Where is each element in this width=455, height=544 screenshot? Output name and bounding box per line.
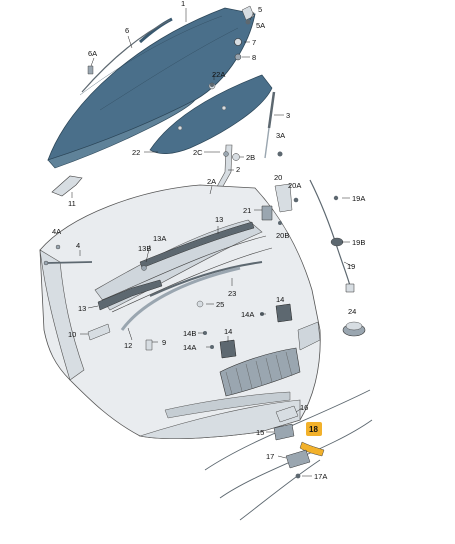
label-4a: 4A [52, 227, 61, 236]
hood-panel [47, 7, 256, 169]
seal-12 [120, 266, 241, 331]
label-19: 19 [347, 262, 355, 271]
label-5: 5 [258, 5, 262, 14]
label-13b: 13B [138, 244, 151, 253]
label-19a: 19A [352, 194, 365, 203]
label-22: 22 [132, 148, 140, 157]
label-2: 2 [236, 165, 240, 174]
lever-handle [342, 321, 366, 337]
cable-lower-c [239, 459, 321, 521]
hood-lock-mid [219, 339, 237, 359]
grommet [330, 237, 344, 247]
label-3a: 3A [276, 131, 285, 140]
clip [203, 331, 207, 335]
clip [210, 83, 214, 87]
label-12: 12 [124, 341, 132, 350]
label-15: 15 [256, 428, 264, 437]
label-4: 4 [76, 241, 80, 250]
cover-plate [275, 405, 299, 423]
label-13-left: 13 [78, 304, 86, 313]
label-13a: 13A [153, 234, 166, 243]
bracket-10 [87, 323, 111, 341]
label-23: 23 [228, 289, 236, 298]
washer [234, 38, 242, 46]
bolt [295, 473, 301, 479]
insulation-clip [221, 105, 227, 111]
clip [55, 244, 61, 250]
hood-insulation-mat [149, 74, 273, 154]
label-2c: 2C [193, 148, 203, 157]
label-18: 18 [309, 425, 318, 434]
seal-strip-long [81, 19, 171, 93]
label-14-mid: 14 [224, 327, 232, 336]
label-2b: 2B [246, 153, 255, 162]
support-rod [43, 260, 93, 266]
insulation-clip [177, 125, 183, 131]
label-14b: 14B [183, 329, 196, 338]
label-14-right: 14 [276, 295, 284, 304]
seal-23 [149, 261, 263, 297]
label-17a: 17A [314, 472, 327, 481]
label-11: 11 [68, 199, 76, 208]
bolt [223, 151, 229, 157]
bump-stop-9 [145, 339, 153, 351]
clip [333, 195, 339, 201]
label-1: 1 [181, 0, 185, 8]
label-6: 6 [125, 26, 129, 35]
clip [141, 265, 147, 271]
label-24: 24 [348, 307, 356, 316]
bolt [210, 345, 214, 349]
clip [278, 221, 282, 225]
water-deflector-seal [139, 221, 255, 269]
part-labels: 1 6 6A 5 5A 7 8 22A 3 3A 22 2C 2B 2 2A 1… [52, 0, 365, 481]
label-7: 7 [252, 38, 256, 47]
label-10: 10 [68, 330, 76, 339]
label-22a: 22A [212, 70, 225, 79]
bracket [51, 175, 83, 197]
clip [87, 65, 94, 75]
seal-left [97, 279, 163, 311]
coupling [273, 423, 295, 441]
cable-end [345, 283, 355, 293]
label-2a: 2A [207, 177, 216, 186]
bolt [277, 151, 283, 157]
label-3: 3 [286, 111, 290, 120]
label-18-box [306, 422, 322, 436]
gas-strut [264, 91, 276, 159]
label-14a-right: 14A [241, 310, 254, 319]
label-6a: 6A [88, 49, 97, 58]
label-20a: 20A [288, 181, 301, 190]
highlighted-part-18 [299, 441, 325, 457]
label-14a-mid: 14A [183, 343, 196, 352]
bolt [245, 19, 251, 25]
lever-21 [261, 205, 273, 221]
label-19b: 19B [352, 238, 365, 247]
label-20: 20 [274, 173, 282, 182]
label-17: 17 [266, 452, 274, 461]
label-9: 9 [162, 338, 166, 347]
clip [196, 300, 204, 308]
label-20b: 20B [276, 231, 289, 240]
label-25: 25 [216, 300, 224, 309]
label-21: 21 [243, 206, 251, 215]
bump-stop [241, 5, 255, 21]
label-13-top: 13 [215, 215, 223, 224]
label-16: 16 [300, 403, 308, 412]
bolt [234, 53, 242, 61]
leader-lines [71, 8, 353, 477]
label-8: 8 [252, 53, 256, 62]
hood-lock-right [275, 303, 293, 323]
washer [232, 153, 240, 161]
release-cable [309, 179, 351, 287]
release-lever-bracket [274, 183, 293, 213]
bolt [293, 197, 299, 203]
release-handle [285, 449, 311, 469]
label-5a: 5A [256, 21, 265, 30]
